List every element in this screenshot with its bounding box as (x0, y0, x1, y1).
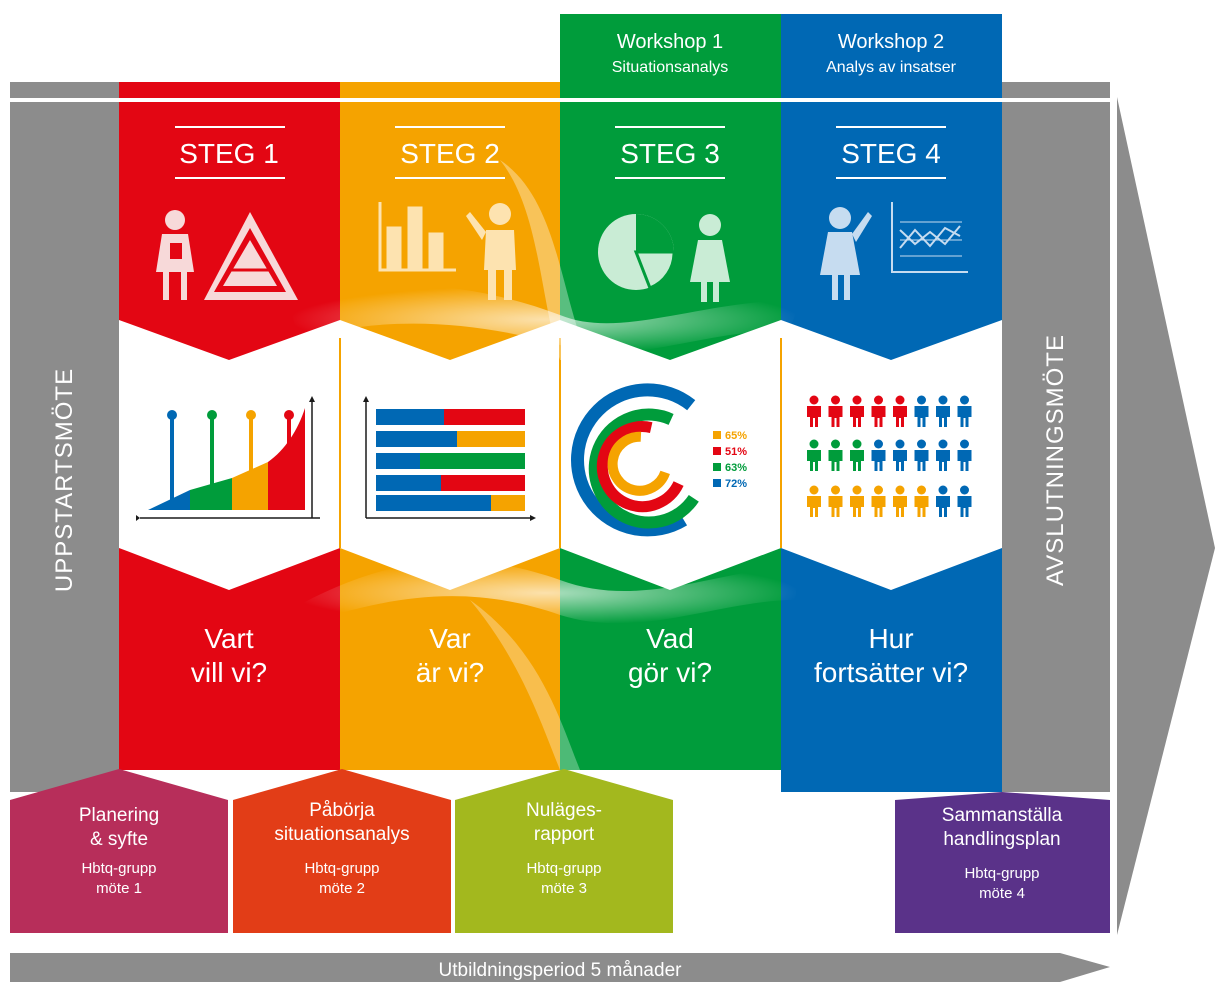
meeting-3-title-line2: rapport (534, 824, 595, 845)
legend-value-1: 65% (725, 430, 747, 442)
step-1-bottom (119, 548, 340, 770)
bar-chart-icon (378, 202, 456, 272)
workshop-2-title: Workshop 2 (838, 31, 944, 53)
left-side-bar (10, 102, 119, 792)
person-figure-icon (914, 485, 929, 517)
person-figure-icon (957, 485, 972, 517)
step-4-question-line1: Hur (868, 623, 913, 654)
person-figure-icon (871, 439, 886, 471)
meeting-3-sub-line1: Hbtq-grupp (526, 860, 601, 877)
meeting-4-box: Sammanställa handlingsplan Hbtq-grupp mö… (895, 792, 1110, 933)
person-figure-icon (807, 395, 821, 427)
meeting-4-sub-line2: möte 4 (979, 885, 1025, 902)
right-side-bar (1002, 102, 1110, 792)
workshop-1-subtitle: Situationsanalys (612, 59, 729, 76)
radial-legend: 65% 51% 63% 72% (713, 430, 747, 490)
strip-red (119, 82, 340, 98)
person-figure-icon (893, 485, 907, 517)
person-figure-icon (828, 485, 843, 517)
meeting-3-sub-line2: möte 3 (541, 880, 587, 897)
meeting-2-sub-line2: möte 2 (319, 880, 365, 897)
meeting-3-box: Nuläges- rapport Hbtq-grupp möte 3 (455, 769, 673, 933)
meeting-1-box: Planering & syfte Hbtq-grupp möte 1 (10, 769, 228, 933)
person-figure-icon (893, 395, 907, 427)
meeting-1-sub-line1: Hbtq-grupp (81, 860, 156, 877)
right-chevron-arrow (1117, 97, 1215, 935)
person-figure-icon (914, 395, 929, 427)
meeting-1-sub-line2: möte 1 (96, 880, 142, 897)
step-3-label: STEG 3 (620, 138, 720, 169)
radial-progress-chart (571, 383, 699, 537)
businessman-icon (156, 210, 194, 300)
step-3-header: STEG 3 (615, 126, 725, 179)
step-3-top (560, 102, 781, 360)
meeting-3-title-line1: Nuläges- (526, 800, 602, 821)
step-1-question-line1: Vart (204, 623, 253, 654)
pie-chart-icon (598, 214, 676, 290)
meeting-1-title-line2: & syfte (90, 829, 148, 850)
step-1-label: STEG 1 (179, 138, 279, 169)
person-figure-icon (893, 439, 907, 471)
person-figure-icon (828, 439, 843, 471)
meeting-4-title-line1: Sammanställa (942, 805, 1063, 826)
people-grid-chart (807, 395, 972, 517)
person-figure-icon (850, 485, 864, 517)
person-figure-icon (914, 439, 929, 471)
right-side-label: AVSLUTNINGSMÖTE (1042, 334, 1069, 586)
step-2-question-line2: är vi? (416, 657, 484, 688)
step-4-header: STEG 4 (836, 126, 946, 179)
step-4-label: STEG 4 (841, 138, 941, 169)
legend-value-4: 72% (725, 478, 747, 490)
person-figure-icon (957, 395, 972, 427)
workshop-1-box: Workshop 1 Situationsanalys (560, 14, 781, 98)
workshop-2-box: Workshop 2 Analys av insatser (781, 14, 1002, 98)
step-3-question-line2: gör vi? (628, 657, 712, 688)
legend-value-2: 51% (725, 446, 747, 458)
line-chart-icon (891, 202, 968, 273)
step-2-bottom (340, 548, 560, 770)
meeting-1-title-line1: Planering (79, 805, 159, 826)
left-side-label: UPPSTARTSMÖTE (51, 368, 78, 592)
presenter-man-icon (466, 203, 516, 300)
presenter-woman-icon (820, 207, 872, 300)
step-3-question-line1: Vad (646, 623, 694, 654)
step-1-question-line2: vill vi? (191, 657, 267, 688)
timeline-arrow: Utbildningsperiod 5 månader (10, 953, 1110, 982)
pyramid-icon (204, 212, 298, 300)
strip-orange (340, 82, 560, 98)
person-figure-icon (936, 485, 950, 517)
legend-value-3: 63% (725, 462, 747, 474)
step-4-bottom (781, 548, 1002, 792)
timeline-label: Utbildningsperiod 5 månader (439, 960, 683, 981)
stacked-bars-chart (363, 396, 536, 521)
person-figure-icon (936, 395, 950, 427)
person-figure-icon (828, 395, 843, 427)
person-figure-icon (871, 395, 886, 427)
step-2-header: STEG 2 (395, 126, 505, 179)
person-figure-icon (871, 485, 886, 517)
woman-icon (690, 214, 730, 302)
step-1-header: STEG 1 (175, 126, 285, 179)
meeting-4-title-line2: handlingsplan (943, 829, 1060, 850)
person-figure-icon (936, 439, 950, 471)
meeting-2-sub-line1: Hbtq-grupp (304, 860, 379, 877)
step-2-label: STEG 2 (400, 138, 500, 169)
meeting-2-title-line1: Påbörja (309, 800, 375, 821)
person-figure-icon (850, 395, 864, 427)
workshop-1-title: Workshop 1 (617, 31, 723, 53)
step-2-question-line1: Var (429, 623, 471, 654)
person-figure-icon (807, 439, 821, 471)
person-figure-icon (850, 439, 864, 471)
meeting-2-title-line2: situationsanalys (274, 824, 409, 845)
stem-area-chart (136, 396, 320, 521)
workshop-2-subtitle: Analys av insatser (826, 59, 957, 76)
person-figure-icon (957, 439, 972, 471)
meeting-4-sub-line1: Hbtq-grupp (964, 865, 1039, 882)
person-figure-icon (807, 485, 821, 517)
meeting-2-box: Påbörja situationsanalys Hbtq-grupp möte… (233, 769, 451, 933)
step-4-question-line2: fortsätter vi? (814, 657, 968, 688)
